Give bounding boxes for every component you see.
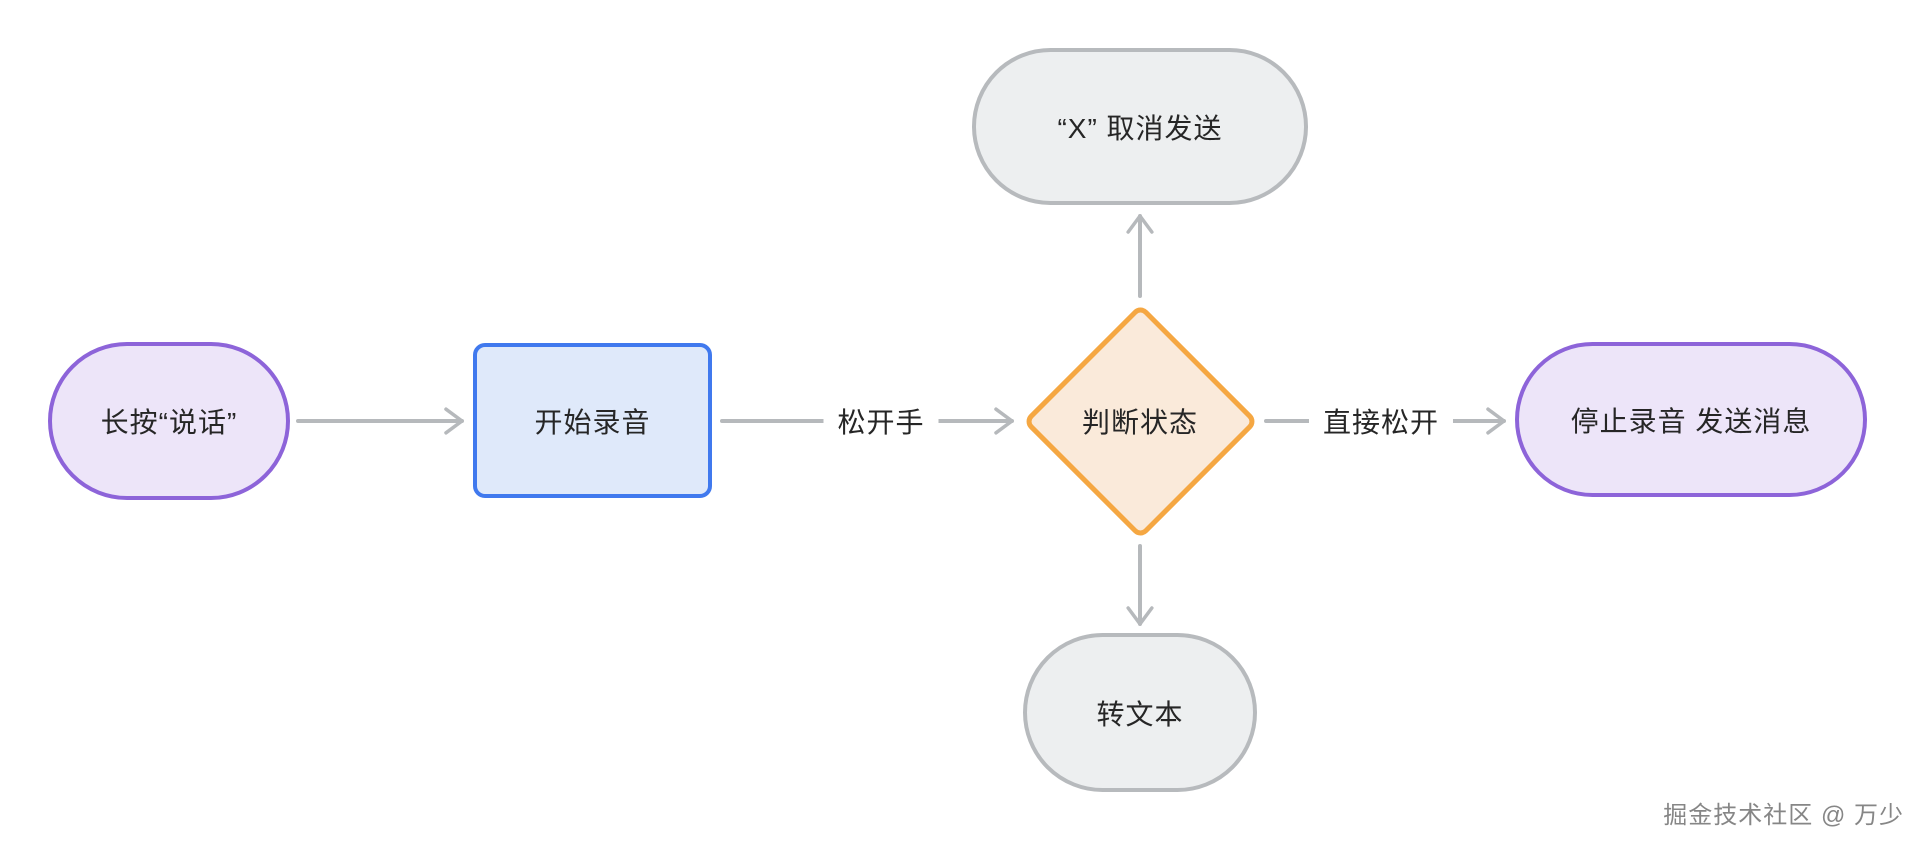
node-cancel-send-label: “X” 取消发送: [1057, 112, 1223, 144]
watermark-text: 掘金技术社区 @ 万少: [1663, 802, 1904, 829]
node-start-recording-label: 开始录音: [534, 406, 651, 438]
node-stop-recording-send: 停止录音 发送消息: [1515, 342, 1867, 497]
node-to-text: 转文本: [1023, 633, 1257, 792]
node-cancel-send: “X” 取消发送: [972, 48, 1308, 205]
node-long-press-speak: 长按“说话”: [48, 342, 290, 500]
node-start-recording: 开始录音: [473, 343, 712, 498]
node-stop-recording-send-label: 停止录音 发送消息: [1570, 405, 1812, 437]
edge-label-direct-release: 直接松开: [1308, 397, 1454, 445]
node-long-press-speak-label: 长按“说话”: [100, 407, 238, 438]
node-to-text-label: 转文本: [1096, 698, 1184, 730]
node-judge-state-label: 判断状态: [1081, 407, 1198, 438]
edge-label-release-hand: 松开手: [823, 397, 939, 445]
